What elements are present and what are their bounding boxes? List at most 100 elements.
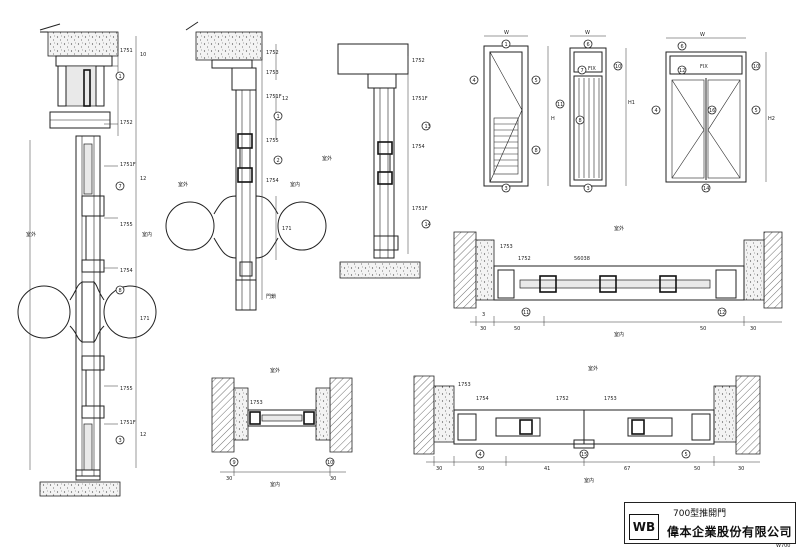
label-outdoor-hsingle: 室外 bbox=[270, 367, 280, 374]
label-outdoor-hd: 室外 bbox=[588, 365, 598, 372]
label-outdoor-r: 室外 bbox=[322, 155, 332, 162]
label-fix-c: FIX bbox=[700, 64, 708, 70]
mark-2-c: 2 bbox=[277, 158, 280, 164]
title-block: WB 700型推開門 偉本企業股份有限公司 bbox=[624, 502, 796, 544]
mark-6-ec: 6 bbox=[681, 44, 684, 50]
mark-8-ea: 8 bbox=[535, 148, 538, 154]
mark-3: 3 bbox=[119, 438, 122, 444]
mark-15-hd: 15 bbox=[581, 452, 587, 458]
dim-67-hd: 67 bbox=[624, 466, 630, 472]
label-1755b: 1755 bbox=[120, 386, 133, 392]
mark-12-ec: 12 bbox=[679, 68, 685, 74]
mark-14-ec: 14 bbox=[703, 186, 709, 192]
mark-3-eb: 3 bbox=[587, 186, 590, 192]
mark-5-hd: 5 bbox=[685, 452, 688, 458]
company-logo: WB bbox=[629, 514, 659, 540]
dim-12-c: 12 bbox=[282, 96, 288, 102]
label-1751f: 1751F bbox=[120, 162, 136, 168]
label-56038-hs: 56038 bbox=[574, 256, 590, 262]
label-1751: 1751 bbox=[120, 48, 133, 54]
label-indoor-c: 室内 bbox=[290, 181, 300, 188]
mark-3-ea: 3 bbox=[505, 186, 508, 192]
dim-w-c: W bbox=[700, 32, 705, 38]
horizontal-section-sidelight: 1753 1752 56038 室外 室内 30 50 50 30 3 11 1… bbox=[453, 225, 783, 338]
mark-4-hd: 4 bbox=[479, 452, 482, 458]
dim-w-b: W bbox=[585, 30, 590, 36]
mark-10-eb: 10 bbox=[615, 64, 621, 70]
label-1751f-r: 1751F bbox=[412, 96, 428, 102]
dim-12: 12 bbox=[140, 176, 146, 182]
dim-50-hs2: 50 bbox=[700, 326, 706, 332]
label-outdoor-hs: 室外 bbox=[614, 225, 624, 232]
label-indoor-hsingle: 室内 bbox=[270, 481, 280, 488]
label-indoor-hs: 室内 bbox=[614, 331, 624, 338]
mark-12-hs: 12 bbox=[719, 310, 725, 316]
label-1751f-r2: 1751F bbox=[412, 206, 428, 212]
elevation-single-door: W H 1 4 5 8 3 bbox=[469, 30, 555, 193]
label-1752-hs: 1752 bbox=[518, 256, 531, 262]
mark-7-eb: 7 bbox=[581, 68, 584, 74]
dim-171-c: 171 bbox=[282, 226, 292, 232]
label-1752: 1752 bbox=[120, 120, 133, 126]
dim-41-hd: 41 bbox=[544, 466, 550, 472]
dim-h2-c: H2 bbox=[768, 116, 775, 122]
dim-30-hd: 30 bbox=[436, 466, 442, 472]
dim-30-hs: 30 bbox=[480, 326, 486, 332]
mark-8-eb: 8 bbox=[579, 118, 582, 124]
label-indoor: 室内 bbox=[142, 231, 152, 238]
mark-10-hsingle: 10 bbox=[327, 460, 333, 466]
label-1754-r: 1754 bbox=[412, 144, 425, 150]
label-1752-hd: 1752 bbox=[556, 396, 569, 402]
vertical-section-left: 1751 1752 1751F 1755 1754 1755 1751F 10 … bbox=[17, 23, 157, 497]
mark-16-ec: 16 bbox=[709, 108, 715, 114]
horizontal-section-single: 室外 室内 1753 30 30 9 10 bbox=[211, 367, 353, 488]
dim-30-hs2: 30 bbox=[750, 326, 756, 332]
dim-171: 171 bbox=[140, 316, 150, 322]
label-1755-c: 1755 bbox=[266, 138, 279, 144]
mark-4-ea: 4 bbox=[473, 78, 476, 84]
dim-w-a: W bbox=[504, 30, 509, 36]
label-1755: 1755 bbox=[120, 222, 133, 228]
label-1752-r: 1752 bbox=[412, 58, 425, 64]
label-outdoor: 室外 bbox=[26, 231, 36, 238]
dim-50-hs: 50 bbox=[514, 326, 520, 332]
label-1751f-b: 1751F bbox=[120, 420, 136, 426]
mark-14-r: 14 bbox=[425, 222, 431, 228]
label-lock-c: 門鎖 bbox=[266, 293, 276, 300]
elevation-louver-door: W H1 6 7 FIX 10 11 8 3 bbox=[555, 30, 635, 193]
louver-panel-a bbox=[493, 117, 519, 175]
label-outdoor-c: 室外 bbox=[178, 181, 188, 188]
label-1754-c: 1754 bbox=[266, 178, 279, 184]
label-fix-b: FIX bbox=[588, 66, 596, 72]
elevation-double-door: W H2 FIX 6 12 10 4 16 5 14 bbox=[651, 32, 775, 193]
label-1754-hd: 1754 bbox=[476, 396, 489, 402]
mark-9-hsingle: 9 bbox=[233, 460, 236, 466]
label-1751f-c: 1751F bbox=[266, 94, 282, 100]
dim-50-hd: 50 bbox=[478, 466, 484, 472]
dim-30-hsingle: 30 bbox=[226, 476, 232, 482]
vertical-section-center: 1752 1753 1751F 1755 1754 門鎖 171 12 室外 室… bbox=[165, 21, 327, 311]
label-1753-hsingle: 1753 bbox=[250, 400, 263, 406]
mark-7: 7 bbox=[119, 184, 122, 190]
label-1753-c: 1753 bbox=[266, 70, 279, 76]
dim-30-hsingle2: 30 bbox=[330, 476, 336, 482]
mark-1-c: 1 bbox=[277, 114, 280, 120]
mark-13-r: 13 bbox=[425, 124, 431, 130]
drawing-code: W700 bbox=[776, 543, 791, 549]
mark-1-ea: 1 bbox=[505, 42, 508, 48]
dim-10: 10 bbox=[140, 52, 146, 58]
label-indoor-hd: 室内 bbox=[584, 477, 594, 484]
company-name: 偉本企業股份有限公司 bbox=[667, 525, 793, 539]
mark-10-ec: 10 bbox=[753, 64, 759, 70]
dim-50-hd2: 50 bbox=[694, 466, 700, 472]
dim-3-hs: 3 bbox=[482, 312, 485, 318]
label-1753-hs: 1753 bbox=[500, 244, 513, 250]
dim-h-a: H bbox=[551, 116, 555, 122]
mark-11-eb: 11 bbox=[557, 102, 563, 108]
mark-1: 1 bbox=[119, 74, 122, 80]
dim-h1-b: H1 bbox=[628, 100, 635, 106]
drawing-title: 700型推開門 bbox=[673, 509, 727, 519]
mark-5-ec: 5 bbox=[755, 108, 758, 114]
dim-30-hd2: 30 bbox=[738, 466, 744, 472]
